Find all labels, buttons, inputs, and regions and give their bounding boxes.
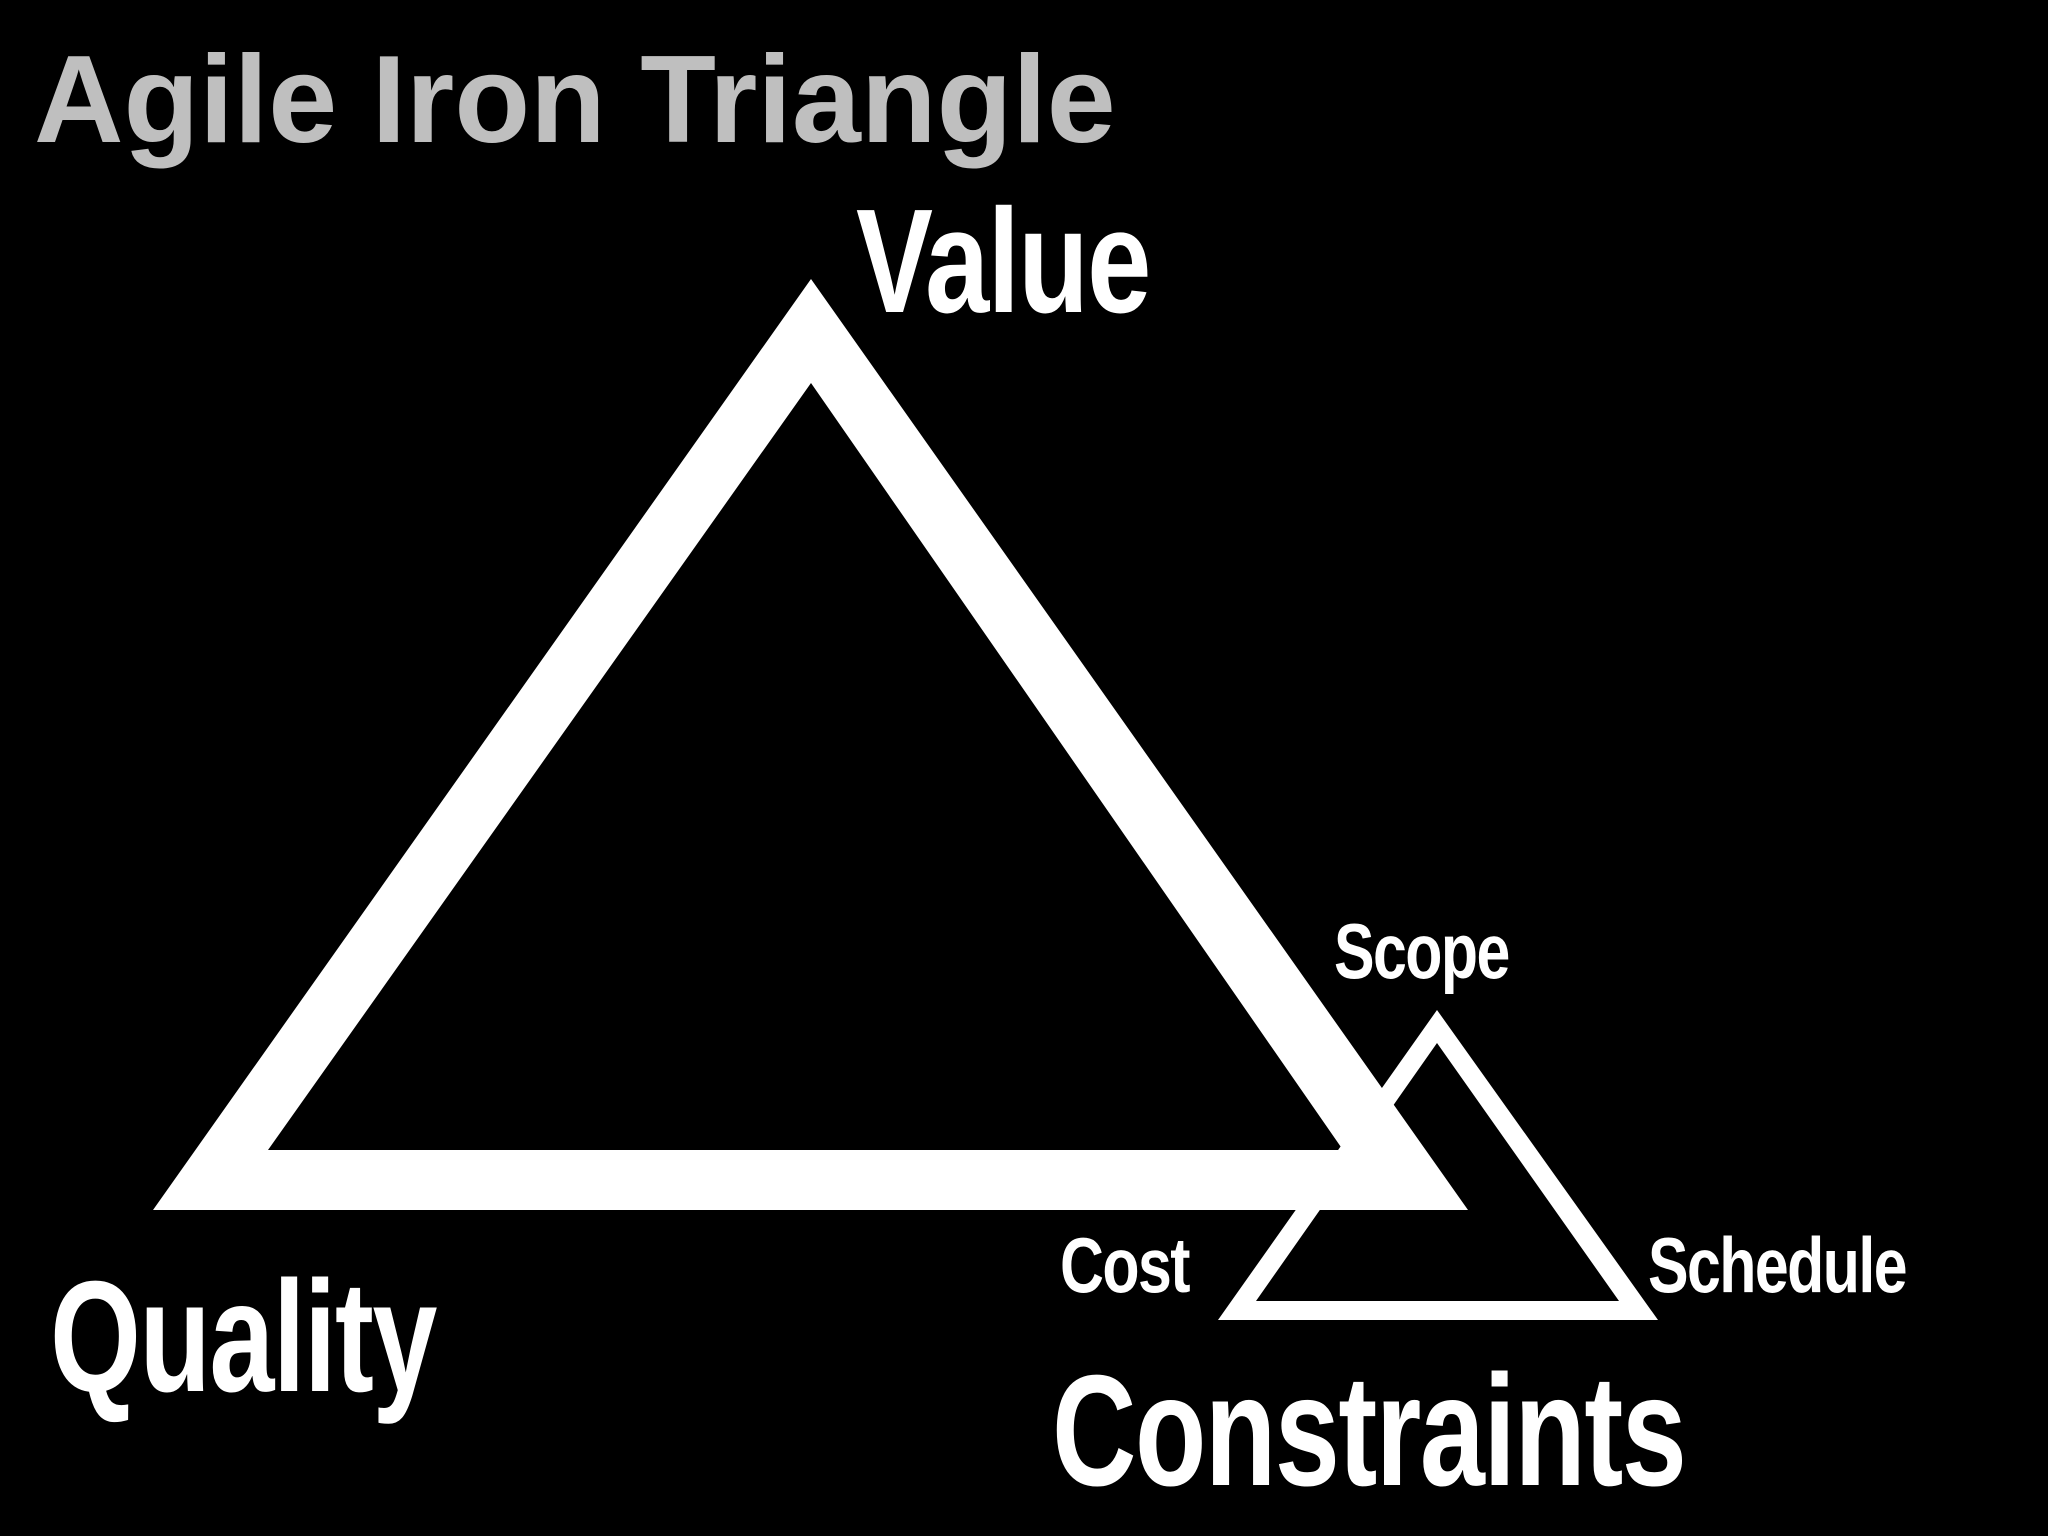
value-label: Value <box>856 179 1151 344</box>
constraints-triangle <box>1218 1010 1658 1320</box>
constraints-label: Constraints <box>1052 1343 1687 1519</box>
scope-label: Scope <box>1334 907 1510 995</box>
slide-title: Agile Iron Triangle <box>34 31 1116 169</box>
cost-label: Cost <box>1060 1221 1191 1309</box>
value-triangle <box>153 279 1468 1210</box>
schedule-label: Schedule <box>1648 1221 1908 1309</box>
quality-label: Quality <box>50 1249 437 1425</box>
